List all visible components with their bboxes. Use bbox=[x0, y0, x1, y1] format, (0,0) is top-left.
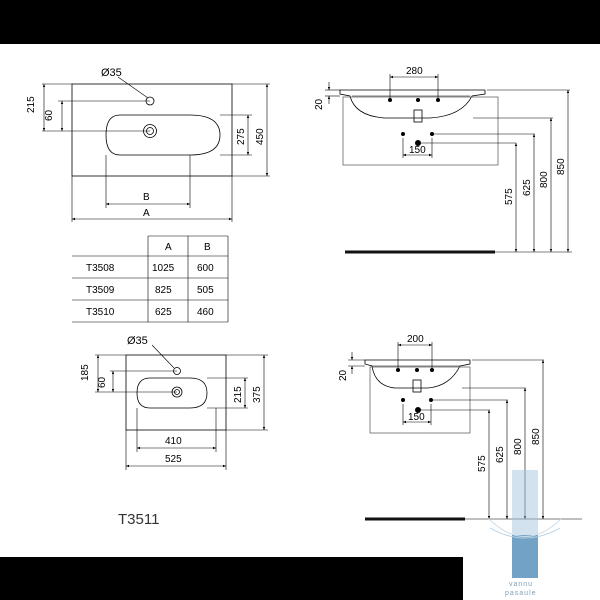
model-label: T3511 bbox=[118, 511, 159, 528]
dim-185-label: 185 bbox=[80, 364, 91, 381]
table-row-1-a: 1025 bbox=[152, 263, 175, 274]
tap-hole-label-small: Ø35 bbox=[127, 335, 148, 347]
tap-hole-leader bbox=[117, 76, 149, 99]
side-dim-575-label-small: 575 bbox=[477, 455, 488, 472]
table-header-B: B bbox=[204, 242, 211, 253]
dim-410-label: 410 bbox=[165, 436, 182, 447]
table-row-3-model: T3510 bbox=[86, 307, 115, 318]
dim-A-label: A bbox=[143, 208, 150, 219]
table-header-A: A bbox=[165, 242, 172, 253]
top-view-small: Ø35 185 60 215 375 410 525 bbox=[80, 335, 268, 470]
table-row-2-model: T3509 bbox=[86, 285, 115, 296]
side-dim-625-label: 625 bbox=[522, 179, 533, 196]
watermark-logo: vannu pasaule bbox=[487, 470, 563, 597]
side-dim-850-label-small: 850 bbox=[531, 428, 542, 445]
side-dim-800-label: 800 bbox=[539, 171, 550, 188]
side-dim-200-label: 200 bbox=[407, 334, 424, 345]
size-table: A B T3508 1025 600 T3509 825 505 T3510 6… bbox=[72, 235, 229, 323]
side-view-small: 200 20 150 575 625 800 850 bbox=[338, 334, 582, 521]
bottom-black-band bbox=[0, 557, 463, 600]
table-row-3-b: 460 bbox=[197, 307, 214, 318]
dim-B-label: B bbox=[143, 192, 150, 203]
dim-375-label: 375 bbox=[252, 386, 263, 403]
side-dim-150-label: 150 bbox=[409, 145, 426, 156]
dim-215-label-small: 215 bbox=[233, 386, 244, 403]
watermark-text-1: vannu bbox=[509, 581, 533, 588]
table-row-1-model: T3508 bbox=[86, 263, 115, 274]
side-dim-280-label: 280 bbox=[406, 66, 423, 77]
dim-275-label: 275 bbox=[236, 128, 247, 145]
bowl-outline bbox=[105, 114, 221, 156]
table-row-2-a: 825 bbox=[155, 285, 172, 296]
dim-450-label: 450 bbox=[255, 128, 266, 145]
side-dim-20-label: 20 bbox=[314, 98, 325, 110]
basin-profile bbox=[339, 89, 486, 119]
tap-hole-label: Ø35 bbox=[101, 67, 122, 79]
basin-outline-small bbox=[125, 354, 227, 431]
basin-profile-small bbox=[364, 359, 471, 389]
side-dim-850-label: 850 bbox=[556, 158, 567, 175]
watermark-text-2: pasaule bbox=[505, 590, 537, 597]
side-dim-625-label-small: 625 bbox=[495, 446, 506, 463]
table-row-2-b: 505 bbox=[197, 285, 214, 296]
table-row-1-b: 600 bbox=[197, 263, 214, 274]
dim-215-label: 215 bbox=[26, 96, 37, 113]
side-view-large: 280 20 150 575 625 800 850 bbox=[314, 66, 572, 254]
dim-60-label: 60 bbox=[44, 109, 55, 121]
side-dim-20-label-small: 20 bbox=[338, 369, 349, 381]
basin-outline bbox=[71, 83, 233, 177]
side-dim-800-label-small: 800 bbox=[513, 438, 524, 455]
top-view-large: Ø35 215 60 275 450 B A bbox=[26, 67, 270, 222]
side-dim-150-label-small: 150 bbox=[408, 412, 425, 423]
dim-60-label-small: 60 bbox=[97, 376, 108, 388]
side-dim-575-label: 575 bbox=[504, 188, 515, 205]
top-black-band bbox=[0, 0, 600, 44]
bowl-outline-small bbox=[136, 377, 208, 409]
table-row-3-a: 625 bbox=[155, 307, 172, 318]
cabinet-outline bbox=[342, 96, 499, 166]
dim-525-label: 525 bbox=[165, 454, 182, 465]
